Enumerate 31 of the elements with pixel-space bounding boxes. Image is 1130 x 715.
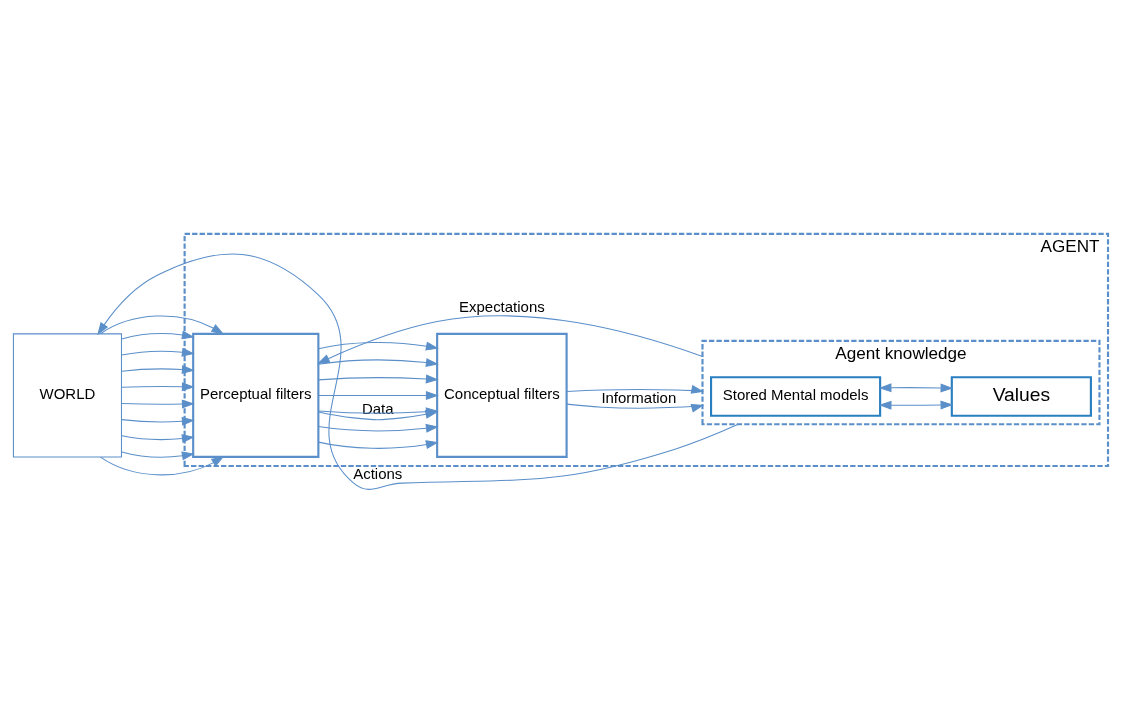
edge-label: Expectations (459, 298, 545, 316)
arrow (316, 315, 704, 364)
node-box: WORLD (12, 333, 122, 458)
arrow (566, 384, 705, 394)
arrow (121, 451, 195, 461)
arrow (317, 341, 439, 351)
arrow (121, 330, 195, 340)
arrow (100, 456, 225, 476)
edge-label: Information (601, 389, 677, 407)
arrow (121, 347, 195, 357)
arrow (100, 315, 225, 335)
node-box: Values (950, 376, 1092, 417)
arrow (317, 440, 439, 450)
arrow (317, 423, 439, 433)
arrow (566, 403, 705, 413)
node-box: Perceptual filters (192, 332, 320, 458)
arrow (317, 374, 439, 384)
node-box: Conceptual filters (436, 332, 568, 458)
edge-label: Data (361, 399, 394, 417)
edge-label: Actions (353, 465, 403, 483)
arrow (878, 383, 954, 393)
node-box: Stored Mental models (710, 376, 882, 417)
arrow (121, 416, 195, 426)
arrow (878, 400, 954, 410)
arrow (317, 358, 439, 368)
arrow (97, 253, 739, 490)
arrow (317, 390, 439, 400)
arrow (121, 399, 195, 409)
arrow (121, 382, 195, 392)
arrow (121, 365, 195, 374)
arrow (121, 434, 195, 444)
